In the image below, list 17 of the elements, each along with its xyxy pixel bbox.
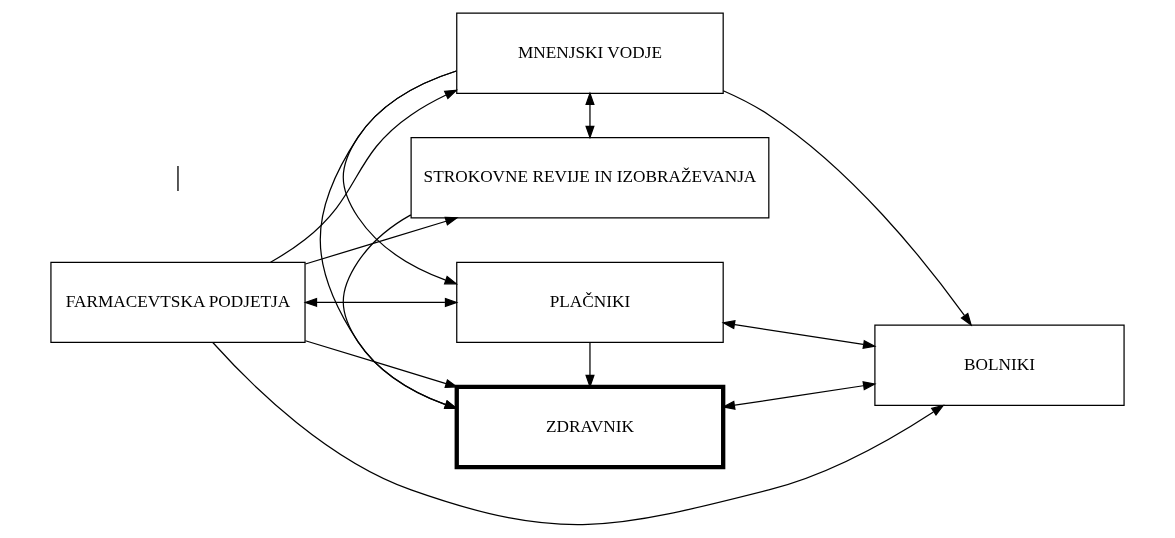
node-box: PLAČNIKI xyxy=(456,261,724,344)
node-box: BOLNIKI xyxy=(874,324,1125,406)
node-box: STROKOVNE REVIJE IN IZOBRAŽEVANJA xyxy=(410,137,770,219)
arrow xyxy=(304,340,459,388)
node-box: MNENJSKI VODJE xyxy=(456,12,724,94)
arrow xyxy=(721,319,877,350)
node-box: ZDRAVNIK xyxy=(454,384,726,470)
arrow xyxy=(212,341,945,526)
arrow xyxy=(269,89,459,263)
node-box: FARMACEVTSKA PODJETJA xyxy=(50,261,306,344)
arrow xyxy=(303,297,459,308)
label: | xyxy=(175,160,181,191)
arrow xyxy=(319,70,459,410)
arrow xyxy=(722,90,973,327)
arrow xyxy=(342,214,459,410)
arrow xyxy=(304,216,459,265)
arrow xyxy=(585,91,595,140)
